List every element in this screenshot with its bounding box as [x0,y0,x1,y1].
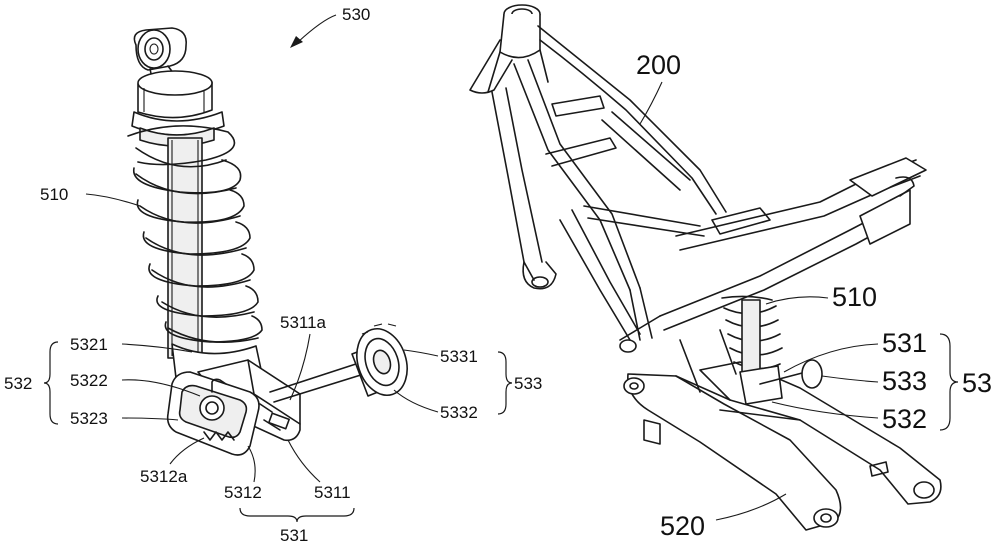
label-532: 532 [4,374,32,393]
leader-5323 [121,417,179,421]
leader-5331 [403,349,439,357]
label-5332: 5332 [440,403,478,422]
label-5323: 5323 [70,409,108,428]
arrowhead-530 [290,36,303,48]
leader-510-right [765,296,829,305]
label-510-right: 510 [832,282,877,312]
brace-531 [239,507,355,523]
label-5311a: 5311a [280,313,327,332]
label-5312a: 5312a [140,467,188,486]
label-5312: 5312 [224,483,262,502]
label-520: 520 [660,511,705,541]
head-tube [487,4,549,93]
label-200: 200 [636,50,681,80]
leader-533-right [821,375,879,383]
axle-bushing [269,323,408,403]
leader-5311 [287,439,321,483]
rear-subframe [619,157,927,353]
label-5322: 5322 [70,371,108,390]
shock-body [131,70,225,147]
top-eye-mount [133,27,188,79]
label-531-left: 531 [280,526,308,545]
leader-531-right [783,343,879,373]
label-530: 530 [342,5,370,24]
label-53: 53 [962,368,992,398]
frame-shock [721,295,823,405]
leader-5332 [393,389,439,413]
label-532-right: 532 [882,404,927,434]
label-533: 533 [514,374,542,393]
label-5331: 5331 [440,347,478,366]
leader-5322 [121,379,201,397]
frame-tubes [469,25,727,341]
leader-5312a [169,437,205,465]
leader-5311a [289,333,311,401]
label-5311: 5311 [314,483,351,502]
frame-assembly: 200 510 531 533 532 53 520 [469,4,992,541]
label-510-left: 510 [40,185,68,204]
label-531-right: 531 [882,328,927,358]
coil-spring [127,125,263,359]
label-533-right: 533 [882,366,927,396]
leader-510-left [85,193,141,207]
brace-53 [939,333,959,431]
leader-532-right [771,401,879,419]
brace-532 [43,341,59,425]
leader-520 [715,493,787,521]
leader-200 [639,81,663,125]
label-5321: 5321 [70,335,108,354]
leader-5321 [121,343,193,353]
leader-530 [297,14,337,43]
brace-533 [497,351,513,415]
shock-absorber-detail: 530 [4,5,542,545]
leader-5312 [247,445,256,483]
